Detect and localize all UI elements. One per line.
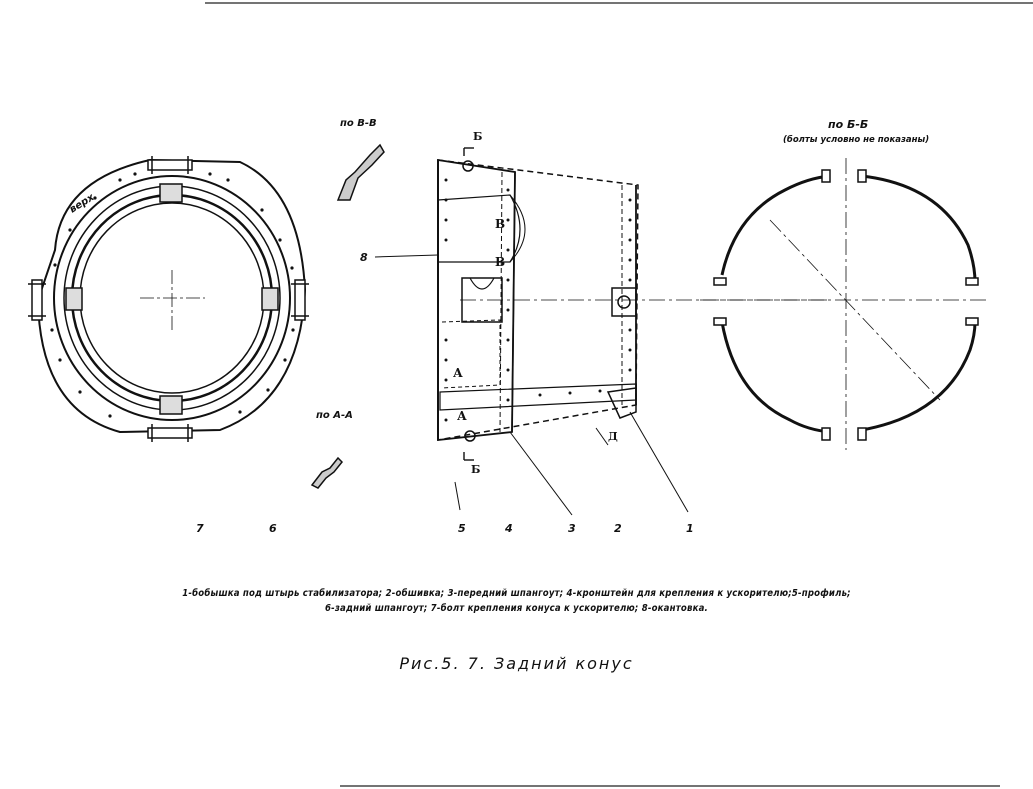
callout-7: 7: [196, 522, 204, 535]
section-bb-title: по Б-Б: [828, 118, 868, 131]
caption-line-1: 1-бобышка под штырь стабилизатора; 2-обш…: [182, 588, 851, 599]
leader-8: [374, 254, 439, 258]
callout-5: 5: [458, 522, 466, 535]
marker-b-bottom: Б: [471, 463, 480, 476]
bottom-leaders: [454, 411, 689, 516]
marker-b-top: Б: [473, 130, 482, 143]
callout-2: 2: [614, 522, 622, 535]
rear-view-ring: [28, 156, 309, 442]
marker-d: Д: [608, 430, 618, 443]
cone-side-view: [437, 147, 830, 461]
callout-6: 6: [269, 522, 277, 535]
section-aa-title: по А-А: [316, 410, 353, 421]
marker-a2: А: [457, 409, 467, 423]
verkh-label: верх: [68, 192, 97, 216]
callout-3: 3: [568, 522, 576, 535]
callout-1: 1: [686, 522, 694, 535]
callout-8: 8: [360, 251, 368, 264]
marker-v1: В: [495, 217, 505, 231]
section-bb-ring: [700, 158, 990, 450]
marker-a1: А: [453, 366, 463, 380]
section-vv-profile: [336, 143, 385, 201]
section-aa-profile: [310, 456, 344, 489]
section-vv-title: по В-В: [340, 118, 377, 129]
figure-title: Рис.5. 7. Задний конус: [399, 654, 634, 673]
caption-line-2: 6-задний шпангоут; 7-болт крепления кону…: [324, 603, 709, 614]
callout-4: 4: [504, 522, 513, 535]
marker-v2: В: [495, 255, 505, 269]
section-bb-note: (болты условно не показаны): [783, 134, 929, 145]
